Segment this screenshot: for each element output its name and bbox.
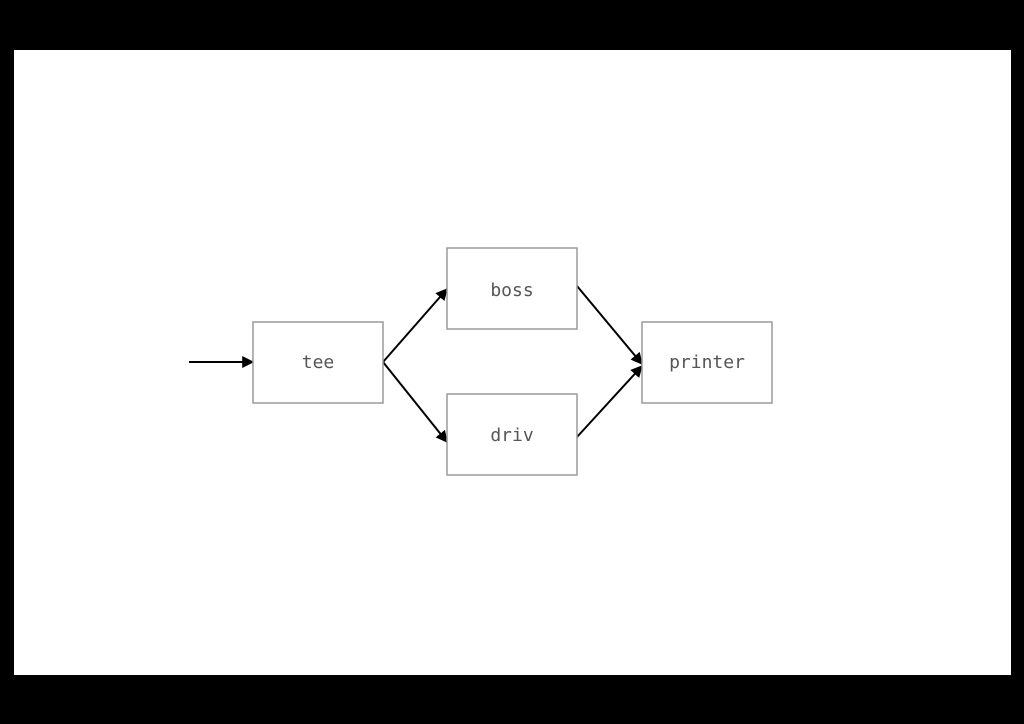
edge-tee-to-boss <box>382 288 448 363</box>
edge-tee-to-driv <box>382 361 448 443</box>
node-tee-label: tee <box>302 352 335 373</box>
diagram-canvas <box>14 50 1011 675</box>
node-printer-label: printer <box>669 352 745 373</box>
node-driv-label: driv <box>490 425 533 446</box>
node-tee: tee <box>252 321 384 404</box>
node-driv: driv <box>446 393 578 476</box>
node-tee-box <box>252 321 384 404</box>
edge-boss-to-printer <box>576 285 643 365</box>
node-printer: printer <box>641 321 773 404</box>
node-driv-box <box>446 393 578 476</box>
node-printer-box <box>641 321 773 404</box>
edge-driv-to-printer <box>576 365 643 438</box>
node-boss: boss <box>446 247 578 330</box>
node-boss-label: boss <box>490 280 533 301</box>
node-boss-box <box>446 247 578 330</box>
